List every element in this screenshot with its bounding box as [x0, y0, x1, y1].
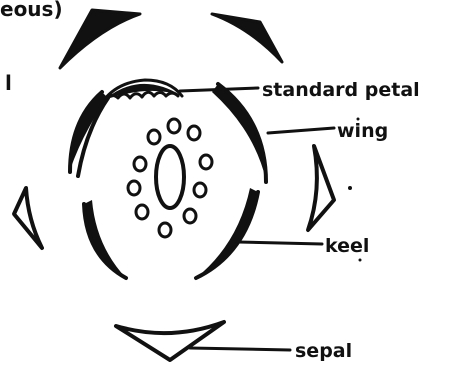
ink-dot [359, 259, 362, 262]
keel-leader [238, 242, 322, 244]
label-standard-petal: standard petal [262, 79, 420, 101]
wing-petal-right [212, 84, 266, 182]
sepal-leader [190, 348, 290, 350]
label-sepal: sepal [295, 340, 352, 362]
cropped-text-top-left: eous) [0, 0, 63, 21]
sepal-right [308, 146, 334, 230]
keel-petal-right [196, 188, 258, 278]
ink-dot [348, 186, 352, 190]
sepal-bottom [116, 322, 224, 360]
cropped-text-left: l [5, 71, 12, 95]
standard-petal-leader [180, 88, 258, 91]
standard-petal [104, 80, 182, 100]
sepal-left [14, 188, 42, 248]
sepal-top-right [212, 14, 282, 62]
pistil [156, 146, 184, 208]
wing-leader [268, 128, 334, 133]
label-wing: wing [337, 120, 388, 142]
label-keel: keel [325, 235, 369, 257]
keel-petal-left [84, 200, 126, 278]
stamens [128, 119, 212, 237]
sepal-top-left [60, 10, 140, 68]
ink-dot [357, 118, 360, 121]
wing-petal-left [70, 92, 108, 176]
